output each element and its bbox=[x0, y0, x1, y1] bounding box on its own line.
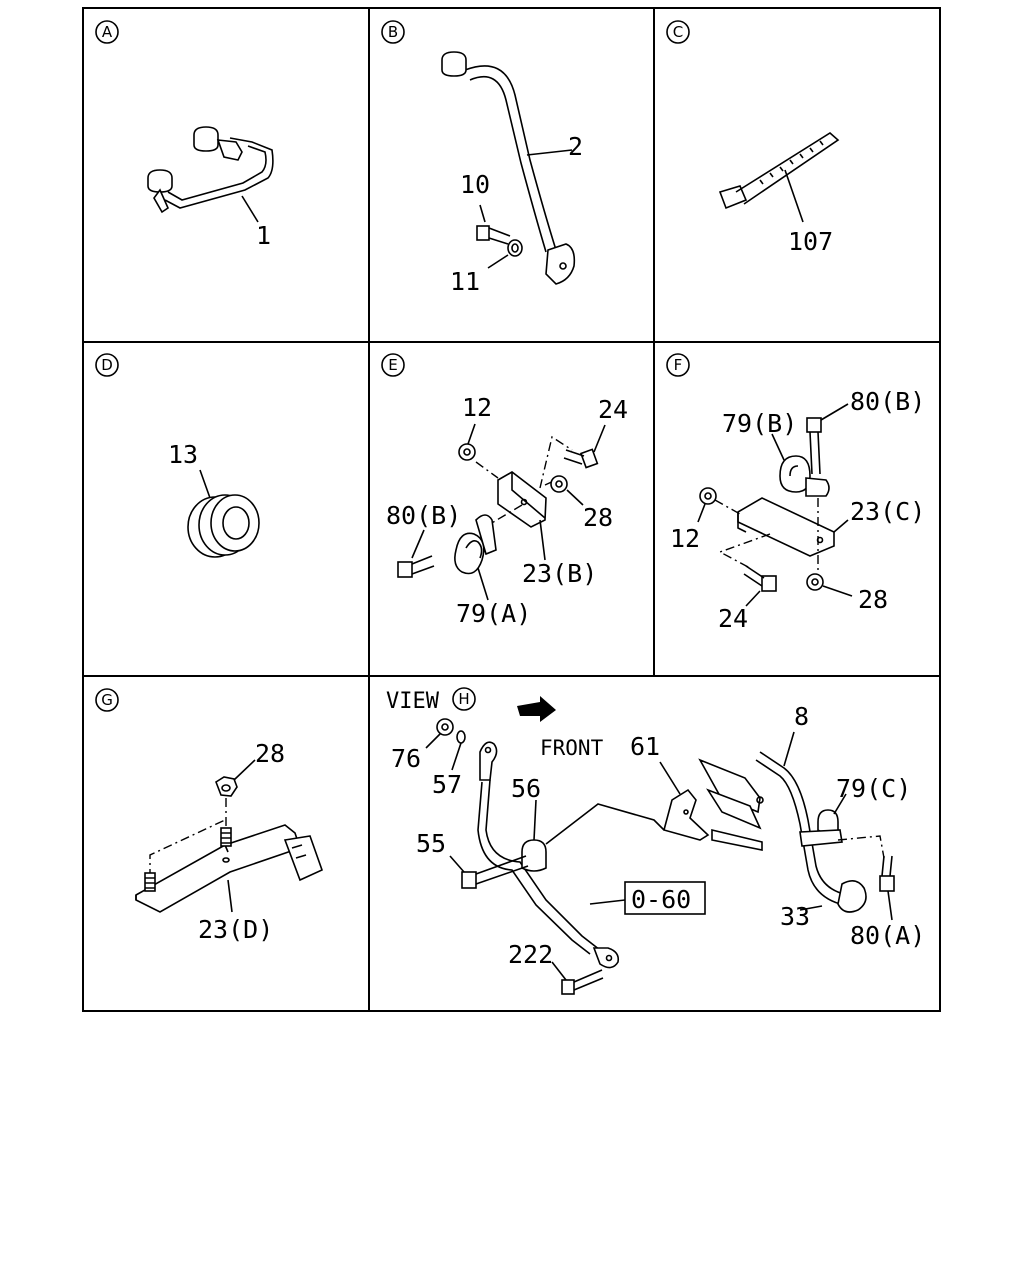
part-label: 80(B) bbox=[386, 501, 461, 530]
svg-text:D: D bbox=[101, 356, 113, 374]
bolt-80b-e bbox=[397, 529, 435, 578]
bolt-55 bbox=[449, 855, 529, 889]
part-label: 23(B) bbox=[522, 559, 597, 588]
part-label: 57 bbox=[432, 770, 462, 799]
grommet-13 bbox=[187, 469, 260, 558]
part-label: 33 bbox=[780, 902, 810, 931]
svg-text:G: G bbox=[101, 691, 113, 709]
panel-e-badge: E bbox=[381, 353, 405, 377]
view-label: VIEW bbox=[386, 689, 440, 714]
part-label: 80(B) bbox=[850, 387, 925, 416]
washer-57 bbox=[451, 730, 466, 771]
panel-c-badge: C bbox=[666, 20, 690, 44]
part-label: 10 bbox=[460, 170, 490, 199]
svg-text:H: H bbox=[458, 690, 469, 708]
panel-g-badge: G bbox=[95, 688, 119, 712]
stud-right bbox=[220, 827, 232, 847]
svg-text:C: C bbox=[673, 23, 683, 41]
front-label: FRONT bbox=[540, 736, 604, 760]
part-label: 12 bbox=[462, 393, 492, 422]
panel-b-badge: B bbox=[381, 20, 405, 44]
ground-cable-0-60 bbox=[477, 741, 620, 969]
part-label: 28 bbox=[858, 585, 888, 614]
front-arrow-icon bbox=[517, 696, 556, 722]
panel-h-badge: H bbox=[452, 687, 476, 711]
stud-left bbox=[144, 872, 156, 892]
grid-frame bbox=[82, 7, 941, 1012]
svg-text:E: E bbox=[388, 356, 397, 374]
nut-28 bbox=[550, 475, 584, 506]
panel-a: A 1 bbox=[95, 20, 274, 250]
bracket-23c bbox=[714, 497, 849, 578]
bolt-80b-f bbox=[806, 403, 849, 475]
panel-e: E bbox=[381, 353, 628, 628]
panel-g: G 28 23(D) bbox=[95, 688, 323, 944]
part-label: 2 bbox=[568, 132, 583, 161]
panel-d-badge: D bbox=[95, 353, 119, 377]
panel-f-badge: F bbox=[666, 353, 690, 377]
relay-bracket-61 bbox=[659, 758, 764, 851]
part-label: 23(C) bbox=[850, 497, 925, 526]
panel-d: D 13 bbox=[95, 353, 260, 558]
battery-cable-2 bbox=[441, 51, 576, 285]
cable-8 bbox=[755, 731, 867, 913]
part-label: 107 bbox=[788, 227, 833, 256]
battery-cable-1 bbox=[147, 126, 274, 223]
bracket-23b bbox=[475, 435, 573, 561]
part-label: 24 bbox=[718, 604, 748, 633]
nut-12 bbox=[458, 423, 476, 461]
nut-76 bbox=[425, 718, 454, 749]
svg-text:F: F bbox=[674, 356, 683, 374]
bolt-10 bbox=[476, 204, 511, 245]
part-label: 79(C) bbox=[836, 774, 911, 803]
part-label: 24 bbox=[598, 395, 628, 424]
part-label: 23(D) bbox=[198, 915, 273, 944]
part-label: 55 bbox=[416, 829, 446, 858]
nut-28-g bbox=[215, 759, 256, 826]
clip-79c bbox=[799, 793, 885, 859]
cable-tie-107 bbox=[718, 132, 840, 223]
bolt-24-f bbox=[743, 565, 777, 607]
part-label: 56 bbox=[511, 774, 541, 803]
clip-79a bbox=[454, 514, 497, 601]
part-label: 28 bbox=[583, 503, 613, 532]
bolt-24 bbox=[563, 424, 606, 469]
svg-text:B: B bbox=[388, 23, 398, 41]
bolt-80a bbox=[879, 855, 895, 921]
panel-c: C 107 bbox=[666, 20, 840, 256]
part-label: 13 bbox=[168, 440, 198, 469]
part-label: 12 bbox=[670, 524, 700, 553]
ref-box-0-60 bbox=[589, 881, 706, 915]
part-label: 79(A) bbox=[456, 599, 531, 628]
panel-f: F bbox=[666, 353, 925, 633]
part-label: 61 bbox=[630, 732, 660, 761]
nut-12-f bbox=[697, 487, 717, 523]
panel-b: B 2 10 11 bbox=[381, 20, 583, 296]
part-label: 222 bbox=[508, 940, 553, 969]
part-label: 28 bbox=[255, 739, 285, 768]
panel-a-badge: A bbox=[95, 20, 119, 44]
ref-label: 0-60 bbox=[631, 885, 691, 914]
part-label: 1 bbox=[256, 221, 271, 250]
clip-56 bbox=[521, 799, 665, 872]
part-label: 80(A) bbox=[850, 921, 925, 950]
svg-text:A: A bbox=[102, 23, 113, 41]
part-label: 11 bbox=[450, 267, 480, 296]
nut-28-f bbox=[806, 573, 853, 597]
part-label: 8 bbox=[794, 702, 809, 731]
panel-h: VIEW H FRONT bbox=[386, 687, 925, 995]
clip-79b bbox=[771, 433, 830, 497]
part-label: 79(B) bbox=[722, 409, 797, 438]
bolt-222 bbox=[551, 961, 604, 995]
washer-11 bbox=[487, 239, 523, 269]
part-label: 76 bbox=[391, 744, 421, 773]
